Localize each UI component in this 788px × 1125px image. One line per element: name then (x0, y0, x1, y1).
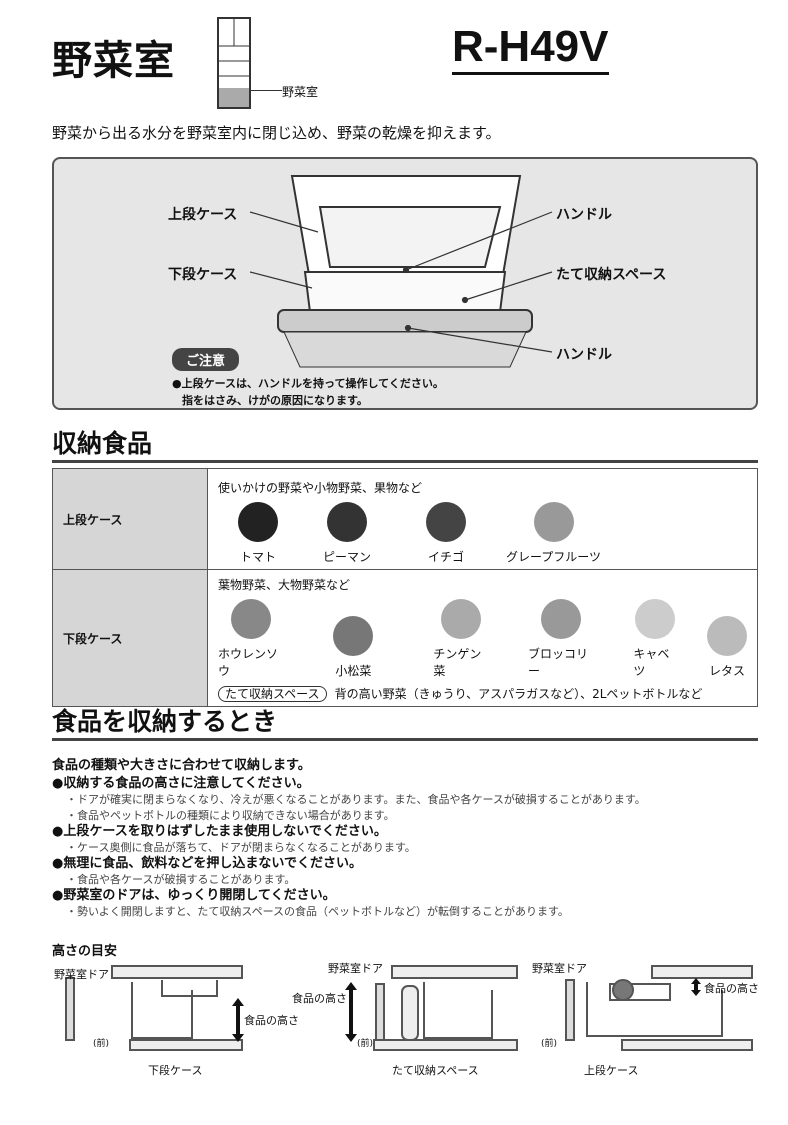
caution-detail: ・食品やペットボトルの種類により収納できない場合があります。 (66, 809, 395, 822)
caution-title: ●無理に食品、飲料などを押し込まないでください。 (52, 856, 362, 871)
fridge-label: 野菜室 (282, 85, 319, 99)
food-name: イチゴ (428, 550, 465, 564)
caution-badge: ご注意 (172, 348, 240, 371)
food-icon (238, 502, 278, 542)
intro-text: 野菜から出る水分を野菜室内に閉じ込め、野菜の乾燥を抑えます。 (52, 124, 501, 142)
row-desc: 使いかけの野菜や小物野菜、果物など (218, 481, 423, 495)
storage-table: 上段ケース 使いかけの野菜や小物野菜、果物など トマト ピーマン イチゴ グレープフル… (52, 468, 758, 707)
front-label: (前) (541, 1039, 558, 1049)
food-height-label: 食品の高さ (704, 982, 759, 995)
food-height-label: 食品の高さ (292, 992, 347, 1005)
food-name: グレープフルーツ (506, 550, 602, 564)
vertical-space-tag: たて収納スペース (218, 686, 327, 702)
food-icon (707, 616, 747, 656)
food-icon (327, 502, 367, 542)
fridge-icon (217, 17, 251, 109)
food-item: トマト (238, 502, 278, 565)
food-icon (533, 502, 574, 542)
lower-case-label: 下段ケース (148, 1064, 203, 1077)
caution-note: ●上段ケースは、ハンドルを持って操作してください。 (172, 377, 444, 390)
food-list: トマト ピーマン イチゴ グレープフルーツ (218, 502, 747, 565)
label-vertical-space: たて収納スペース (556, 267, 667, 283)
food-item: グレープフルーツ (506, 502, 601, 565)
caution-note-detail: 指をはさみ、けがの原因になります。 (182, 394, 368, 407)
section-heading-storage: 収納食品 (52, 429, 153, 458)
table-row: 上段ケース 使いかけの野菜や小物野菜、果物など トマト ピーマン イチゴ グレープフル… (52, 468, 758, 570)
food-item: 小松菜 (333, 616, 374, 679)
height-guide-illustrations (65, 965, 753, 1051)
model-number: R-H49V (452, 22, 609, 75)
food-icon (635, 599, 676, 639)
food-item: チンゲン菜 (433, 599, 488, 679)
caution-title: ●野菜室のドアは、ゆっくり開閉してください。 (52, 888, 336, 903)
food-list: ホウレンソウ小松菜 チンゲン菜 ブロッコリー キャベツレタス (218, 599, 747, 679)
food-item: レタス (707, 616, 747, 679)
label-handle: ハンドル (556, 207, 612, 223)
food-icon (230, 599, 271, 639)
upper-case-label: 上段ケース (584, 1064, 639, 1077)
food-icon (333, 616, 374, 656)
row-label: 上段ケース (52, 468, 208, 570)
food-name: トマト (239, 550, 276, 564)
door-label: 野菜室ドア (54, 968, 109, 981)
food-icon (540, 599, 581, 639)
food-name: ピーマン (323, 550, 372, 564)
food-name: チンゲン菜 (433, 647, 482, 678)
label-handle-door: ハンドル (556, 347, 612, 363)
food-item: ブロッコリー (528, 599, 593, 679)
door-label: 野菜室ドア (328, 962, 383, 975)
page-title: 野菜室 (52, 38, 175, 84)
front-label: (前) (357, 1039, 374, 1049)
food-item: キャベツ (633, 599, 677, 679)
food-item: イチゴ (426, 502, 467, 565)
food-icon (440, 599, 481, 639)
food-name: ブロッコリー (527, 647, 588, 678)
food-height-label: 食品の高さ (244, 1014, 299, 1027)
height-guide-title: 高さの目安 (52, 944, 118, 959)
vegetable-room-illustration (277, 175, 533, 368)
section-heading-storing: 食品を収納するとき (52, 707, 278, 736)
table-row: 下段ケース 葉物野菜、大物野菜など ホウレンソウ小松菜 チンゲン菜 ブロッコリー キャ… (52, 569, 758, 707)
caution-list: ●収納する食品の高さに注意してください。・ドアが確実に閉まらなくなり、冷えが悪く… (52, 776, 646, 920)
food-name: キャベツ (633, 647, 670, 678)
caution-title: ●上段ケースを取りはずしたまま使用しないでください。 (52, 824, 387, 839)
vertical-space-label: たて収納スペース (392, 1064, 479, 1077)
caution-detail: ・勢いよく開閉しますと、たて収納スペースの食品（ペットボトルなど）が転倒すること… (66, 905, 569, 918)
caution-detail: ・食品や各ケースが破損することがあります。 (66, 873, 296, 886)
food-name: 小松菜 (335, 664, 372, 678)
storing-lead: 食品の種類や大きさに合わせて収納します。 (52, 758, 311, 773)
vertical-space-desc: 背の高い野菜（きゅうり、アスパラガスなど）、2Lペットボトルなど (334, 687, 703, 701)
front-label: (前) (93, 1039, 110, 1049)
food-item: ピーマン (323, 502, 371, 565)
caution-title: ●収納する食品の高さに注意してください。 (52, 776, 310, 791)
food-name: レタス (708, 664, 745, 678)
row-label: 下段ケース (52, 569, 208, 707)
divider (52, 738, 758, 741)
food-item: ホウレンソウ (218, 599, 283, 679)
caution-detail: ・ドアが確実に閉まらなくなり、冷えが悪くなることがあります。また、食品や各ケース… (66, 793, 646, 806)
caution-detail: ・ケース奥側に食品が落ちて、ドアが閉まらなくなることがあります。 (66, 841, 416, 854)
label-upper-case: 上段ケース (168, 207, 238, 223)
label-lower-case: 下段ケース (168, 267, 238, 283)
food-icon (426, 502, 467, 542)
divider (52, 460, 758, 463)
food-name: ホウレンソウ (218, 647, 279, 678)
door-label: 野菜室ドア (532, 962, 587, 975)
row-desc: 葉物野菜、大物野菜など (218, 578, 351, 592)
leader-lines (249, 211, 553, 353)
